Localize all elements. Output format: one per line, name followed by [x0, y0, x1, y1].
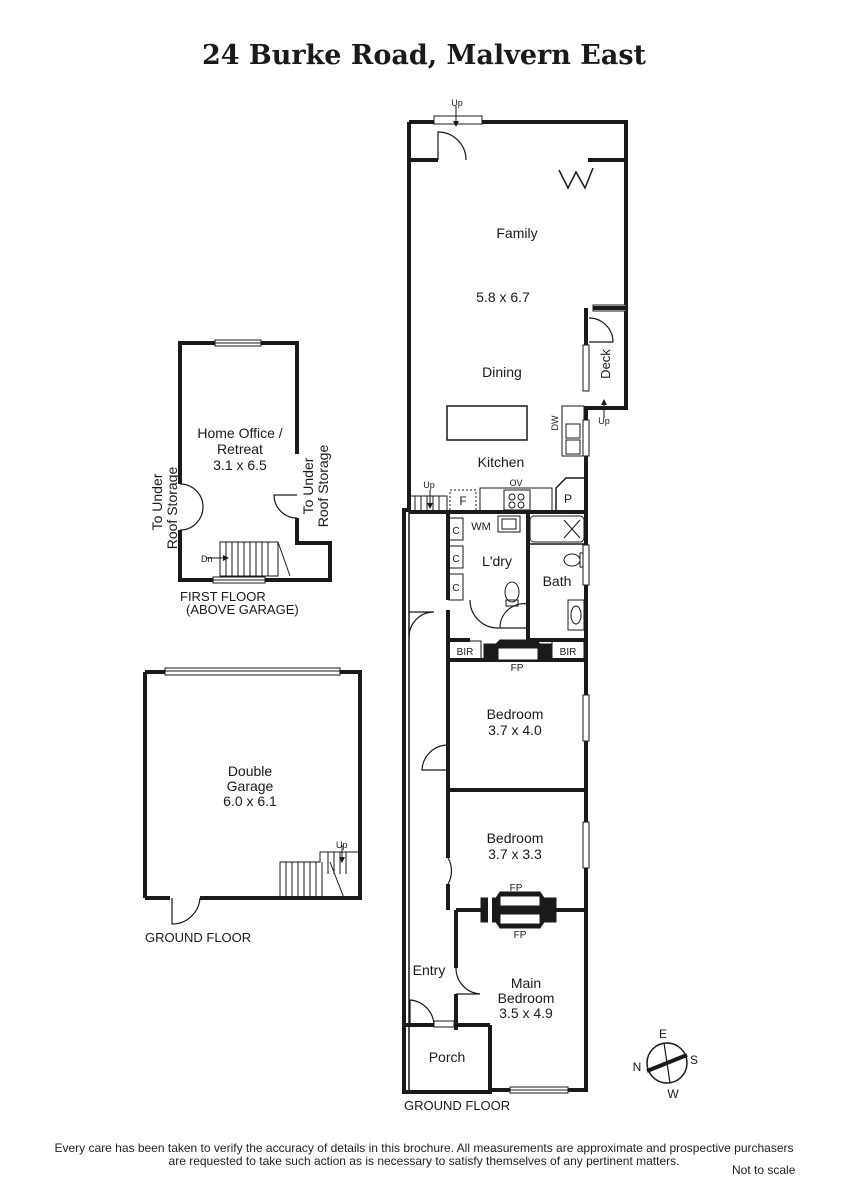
fireplace-label-1: FP [511, 663, 524, 674]
compass-icon [646, 1042, 688, 1084]
storage-right-label: To Under [300, 457, 316, 514]
laundry-label: L'dry [482, 553, 512, 569]
entry-label: Entry [413, 962, 446, 978]
bath-label: Bath [543, 573, 572, 589]
deck-label: Deck [598, 349, 613, 379]
deck-step-up-label: Up [598, 416, 610, 426]
main-bedroom-label-2: Bedroom [498, 990, 555, 1006]
main-bedroom-label: Main [511, 975, 541, 991]
bedroom-1-size: 3.7 x 4.0 [488, 722, 542, 738]
kitchen-label: Kitchen [478, 454, 525, 470]
garage-ground-floor-label: GROUND FLOOR [145, 930, 251, 945]
porch-label: Porch [429, 1049, 466, 1065]
compass-e-label: E [659, 1027, 667, 1041]
scale-note: Not to scale [732, 1163, 796, 1177]
family-size: 5.8 x 6.7 [476, 289, 530, 305]
disclaimer-line-1: Every care has been taken to verify the … [54, 1141, 794, 1155]
first-floor-label: FIRST FLOOR [180, 589, 266, 604]
house-ground-floor-label: GROUND FLOOR [404, 1098, 510, 1113]
storage-right-label-2: Roof Storage [315, 445, 331, 528]
bir-label-right: BIR [560, 647, 577, 658]
garage-plan [143, 667, 362, 925]
disclaimer-line-2: are requested to take such action as is … [168, 1154, 680, 1168]
main-bedroom-size: 3.5 x 4.9 [499, 1005, 553, 1021]
garage-stair-up-label: Up [336, 840, 348, 850]
home-office-size: 3.1 x 6.5 [213, 457, 267, 473]
pantry-label: P [564, 492, 572, 506]
family-label: Family [496, 225, 537, 241]
cupboard-label-3: C [452, 583, 459, 594]
garage-label: Double [228, 763, 273, 779]
disclaimer: Every care has been taken to verify the … [0, 1142, 848, 1168]
bir-label-left: BIR [457, 647, 474, 658]
compass-w-label: W [667, 1087, 679, 1101]
fireplace-label-3: FP [514, 930, 527, 941]
family-step-up-label: Up [451, 98, 463, 108]
compass-s-label: S [690, 1053, 698, 1067]
bedroom-2-label: Bedroom [487, 830, 544, 846]
floor-plan: Home Office / Retreat 3.1 x 6.5 To Under… [143, 98, 698, 1113]
compass-n-label: N [633, 1060, 642, 1074]
page-title: 24 Burke Road, Malvern East [201, 40, 647, 71]
home-office-label: Home Office / [197, 425, 282, 441]
home-office-label-2: Retreat [217, 441, 263, 457]
garage-label-2: Garage [227, 778, 274, 794]
storage-left-label-2: Roof Storage [164, 467, 180, 550]
fireplace-label-2: FP [510, 883, 523, 894]
storage-left-label: To Under [149, 473, 165, 530]
cupboard-label-1: C [452, 526, 459, 537]
cupboard-label-2: C [452, 554, 459, 565]
fridge-label: F [459, 494, 466, 508]
stair-up-label: Up [423, 480, 435, 490]
dining-label: Dining [482, 364, 522, 380]
main-house-plan [402, 106, 628, 1094]
washing-machine-label: WM [471, 521, 491, 533]
stair-down-label: Dn [201, 554, 213, 564]
bedroom-2-size: 3.7 x 3.3 [488, 846, 542, 862]
oven-label: OV [509, 478, 522, 488]
dishwasher-label: DW [550, 415, 560, 430]
garage-size: 6.0 x 6.1 [223, 793, 277, 809]
first-floor-sublabel: (ABOVE GARAGE) [186, 602, 299, 617]
bedroom-1-label: Bedroom [487, 706, 544, 722]
first-floor-plan [177, 339, 332, 584]
